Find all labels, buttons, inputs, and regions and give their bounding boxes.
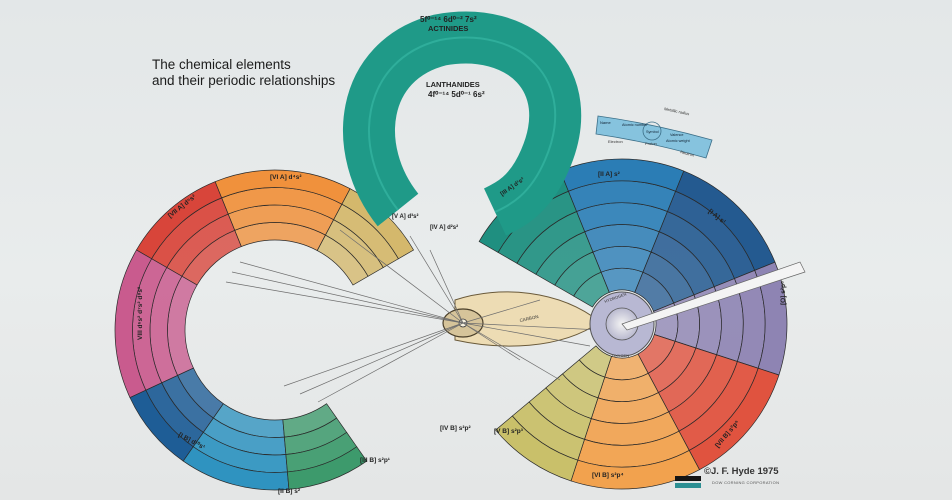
group-label-VIB: [VI B] s²p⁴ [592, 472, 624, 479]
connection-line [462, 322, 561, 381]
connection-line [317, 322, 464, 403]
legend-proton: Proton [645, 141, 657, 146]
connection-line [462, 299, 541, 324]
legend-valence: Valence [670, 133, 683, 137]
connection-line [409, 235, 464, 324]
title-line-1: The chemical elements [152, 57, 291, 72]
group-label-VIII: VIII d⁶s² d⁷s² d⁸s² [137, 286, 144, 340]
connection-line [429, 249, 464, 324]
author-credit: ©J. F. Hyde 1975 [704, 466, 779, 477]
title-line-2: and their periodic relationships [152, 73, 336, 88]
lanthanides-label: LANTHANIDES [426, 80, 480, 89]
diagram-labels: 5f⁰⁻¹⁴ 6d⁰⁻² 7s² ACTINIDES LANTHANIDES 4… [137, 15, 787, 495]
element-cell [592, 246, 652, 273]
connection-line [231, 271, 464, 324]
group-label-O: [O] s²p⁶ [780, 281, 787, 305]
connection-line [462, 322, 591, 347]
legend-atomic-weight: Atomic weight [666, 139, 691, 143]
dow-corning-logo-black [675, 476, 701, 481]
group-label-VA: [V A] d³s² [392, 213, 418, 220]
connection-line [462, 322, 521, 361]
legend-atomic-number: Atomic number [622, 123, 648, 127]
left-lobe [114, 169, 415, 491]
actinides-label: ACTINIDES [428, 24, 468, 33]
hydrogen-hub [589, 261, 806, 357]
legend-name: Name [600, 120, 611, 125]
connection-line [462, 322, 601, 331]
corporation-credit: DOW CORNING CORPORATION [712, 480, 780, 485]
lanthanide-actinide-loop [343, 11, 582, 236]
element-cell [129, 389, 194, 462]
oxygen-label: OXYGEN [612, 353, 629, 358]
legend-neutron: Neutron [680, 149, 695, 158]
element-cell [182, 446, 290, 491]
group-label-IIIB: [III B] s²p¹ [360, 457, 390, 464]
actinides-config: 5f⁰⁻¹⁴ 6d⁰⁻² 7s² [420, 15, 477, 24]
legend-card [595, 115, 713, 159]
legend-metallic-radius: Metallic radius [664, 106, 690, 116]
connection-lines [225, 229, 601, 403]
legend-electron: Electron [608, 139, 623, 144]
connection-line [339, 229, 464, 324]
legend-symbol: Symbol [646, 130, 659, 134]
group-label-VB: [V B] s²p³ [494, 428, 524, 435]
element-cell [287, 446, 368, 490]
element-cell [135, 181, 223, 260]
group-label-IIB: [II B] s² [278, 488, 301, 495]
lanthanides-config: 4f⁰⁻¹⁴ 5d⁰⁻¹ 6s² [428, 90, 485, 99]
poster-title: The chemical elements and their periodic… [152, 57, 335, 89]
group-label-IVA: [IV A] d²s² [430, 224, 458, 231]
connection-line [283, 322, 464, 387]
group-label-IVB: [IV B] s²p² [440, 425, 472, 432]
connection-line [299, 322, 464, 395]
carbon-label: CARBON [519, 314, 539, 323]
connection-line [239, 261, 464, 324]
element-cell [114, 249, 153, 399]
group-label-IIA: [II A] s² [598, 171, 621, 178]
element-cell [495, 415, 579, 482]
right-lobe [478, 158, 788, 490]
connection-line [225, 281, 464, 324]
dow-corning-logo-teal [675, 483, 701, 488]
group-label-VIA: [VI A] d⁴s² [270, 174, 302, 181]
